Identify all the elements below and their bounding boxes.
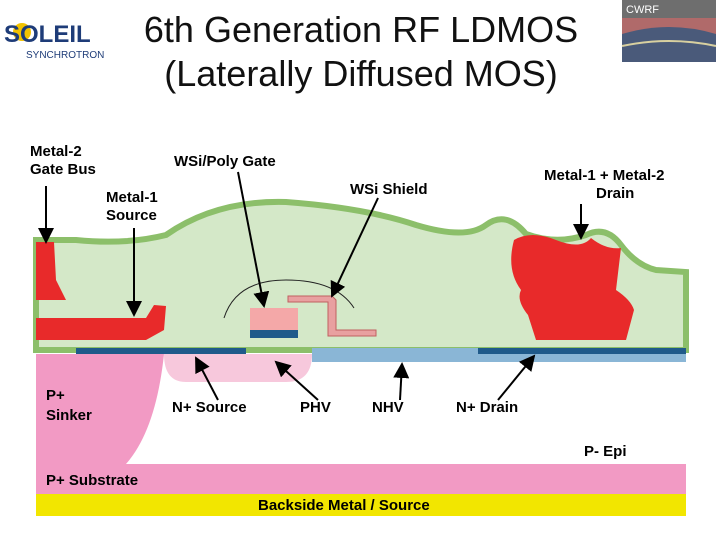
backside-metal (36, 494, 686, 516)
title-line-2: (Laterally Diffused MOS) (164, 53, 558, 94)
label-drain-metal-1: Metal-1 + Metal-2 (544, 167, 664, 184)
label-wsi-poly-gate: WSi/Poly Gate (174, 153, 276, 170)
metal1-source (36, 305, 166, 340)
phv-region (164, 354, 312, 382)
title-line-1: 6th Generation RF LDMOS (143, 9, 579, 50)
label-p-sinker-2: Sinker (46, 407, 92, 424)
arrow-phv (274, 360, 319, 401)
label-drain-metal-2: Drain (596, 185, 634, 202)
logo-text-sub: SYNCHROTRON (26, 50, 104, 61)
slide-title: 6th Generation RF LDMOS (Laterally Diffu… (100, 8, 622, 96)
label-p-epi: P- Epi (584, 443, 627, 460)
label-nhv: NHV (372, 399, 404, 416)
soleil-logo: SOLEIL SYNCHROTRON (4, 21, 104, 61)
label-metal2-gate-bus-2: Gate Bus (30, 161, 96, 178)
label-n-source: N+ Source (172, 399, 247, 416)
label-metal1-source-2: Source (106, 207, 157, 224)
label-n-drain: N+ Drain (456, 399, 518, 416)
label-backside-metal: Backside Metal / Source (258, 497, 430, 514)
p-plus-substrate (36, 464, 686, 494)
p-plus-sinker (36, 354, 164, 464)
drain-metal (511, 235, 634, 340)
label-phv: PHV (300, 399, 331, 416)
sun-icon (13, 23, 31, 41)
label-metal1-source-1: Metal-1 (106, 189, 158, 206)
label-p-sinker-1: P+ (46, 387, 65, 404)
n-plus-source-band (76, 348, 246, 354)
label-p-substrate: P+ Substrate (46, 472, 138, 489)
arrow-n-drain (497, 354, 536, 401)
metal2-gate-bus (36, 242, 66, 300)
n-plus-drain-band (478, 348, 686, 354)
ldmos-cross-section: Metal-2 Gate Bus Metal-1 Source WSi/Poly… (30, 143, 689, 516)
gate-oxide (250, 330, 298, 338)
cwrf-logo: CWRF (621, 0, 717, 62)
poly-gate (250, 308, 298, 330)
label-metal2-gate-bus-1: Metal-2 (30, 143, 82, 160)
arrow-nhv (393, 362, 410, 401)
label-wsi-shield: WSi Shield (350, 181, 428, 198)
arrow-n-source (195, 356, 219, 401)
arrow-gate (237, 171, 270, 308)
wsi-shield (287, 295, 377, 337)
cwrf-logo-text: CWRF (626, 4, 659, 16)
logo-text-main: SOLEIL (4, 21, 91, 48)
arrow-shield (330, 197, 379, 298)
